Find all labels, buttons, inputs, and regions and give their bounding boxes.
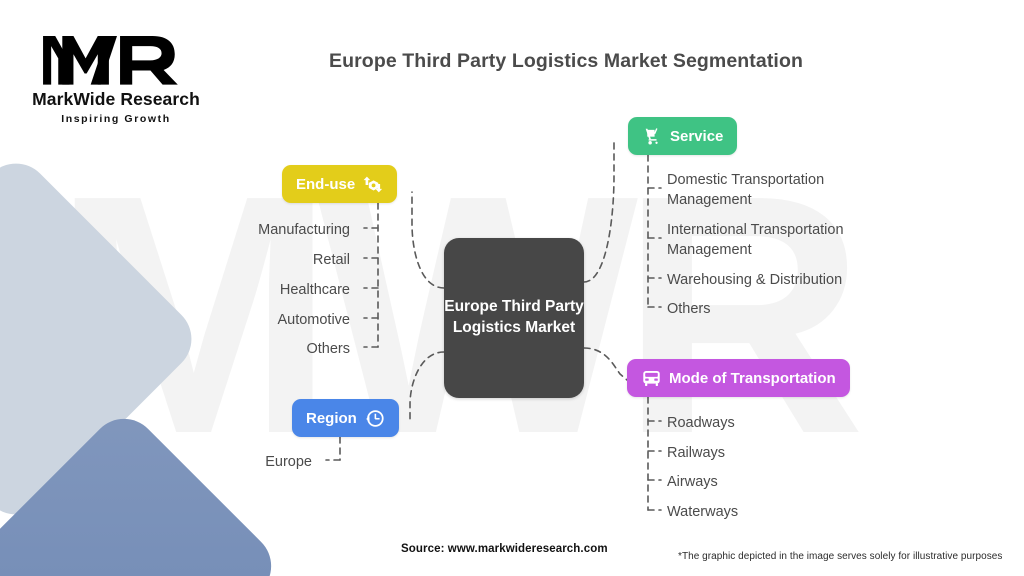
leaf-mode-4: Waterways xyxy=(667,504,739,520)
branch-badge-region[interactable]: Region xyxy=(292,399,399,437)
leaf-mode-1: Roadways xyxy=(667,415,735,431)
leaf-end-use-2: Retail xyxy=(312,252,350,268)
branch-badge-end-use[interactable]: End-use xyxy=(282,165,398,203)
brand-logo: MarkWide Research Inspiring Growth xyxy=(28,32,204,125)
center-node-label: Europe Third Party Logistics Market xyxy=(444,298,584,336)
brand-name: MarkWide Research xyxy=(32,88,200,109)
leaf-mode-2: Railways xyxy=(667,445,726,461)
leaf-end-use-5: Others xyxy=(306,341,350,357)
leaf-end-use-4: Automotive xyxy=(277,312,350,328)
page-title: Europe Third Party Logistics Market Segm… xyxy=(329,50,803,72)
logistics-exchange-icon xyxy=(362,174,383,195)
branch-label-end-use: End-use xyxy=(296,175,356,193)
branch-badge-service[interactable]: Service xyxy=(628,117,738,155)
clock-history-icon xyxy=(364,408,385,429)
branch-label-service: Service xyxy=(670,127,724,145)
mwr-logo-icon xyxy=(43,36,178,85)
brand-tagline: Inspiring Growth xyxy=(61,112,171,125)
disclaimer-text: *The graphic depicted in the image serve… xyxy=(678,551,1003,562)
leaf-mode-3: Airways xyxy=(667,474,718,490)
source-text: Source: www.markwideresearch.com xyxy=(401,543,608,555)
leaf-service-4: Others xyxy=(667,301,711,317)
leaf-region-1: Europe xyxy=(265,454,312,470)
hand-truck-icon xyxy=(642,126,663,147)
branch-label-mode-of-transportation: Mode of Transportation xyxy=(669,369,836,387)
leaf-end-use-1: Manufacturing xyxy=(258,222,350,238)
leaf-end-use-3: Healthcare xyxy=(279,282,350,298)
leaf-service-3: Warehousing & Distribution xyxy=(667,272,843,288)
branch-label-region: Region xyxy=(306,409,357,427)
center-node: Europe Third Party Logistics Market xyxy=(444,238,584,398)
leaf-service-2: International Transportation Management xyxy=(667,222,844,258)
branch-badge-mode-of-transportation[interactable]: Mode of Transportation xyxy=(627,359,850,397)
leaf-service-1: Domestic Transportation Management xyxy=(667,172,825,208)
bus-icon xyxy=(641,368,662,389)
